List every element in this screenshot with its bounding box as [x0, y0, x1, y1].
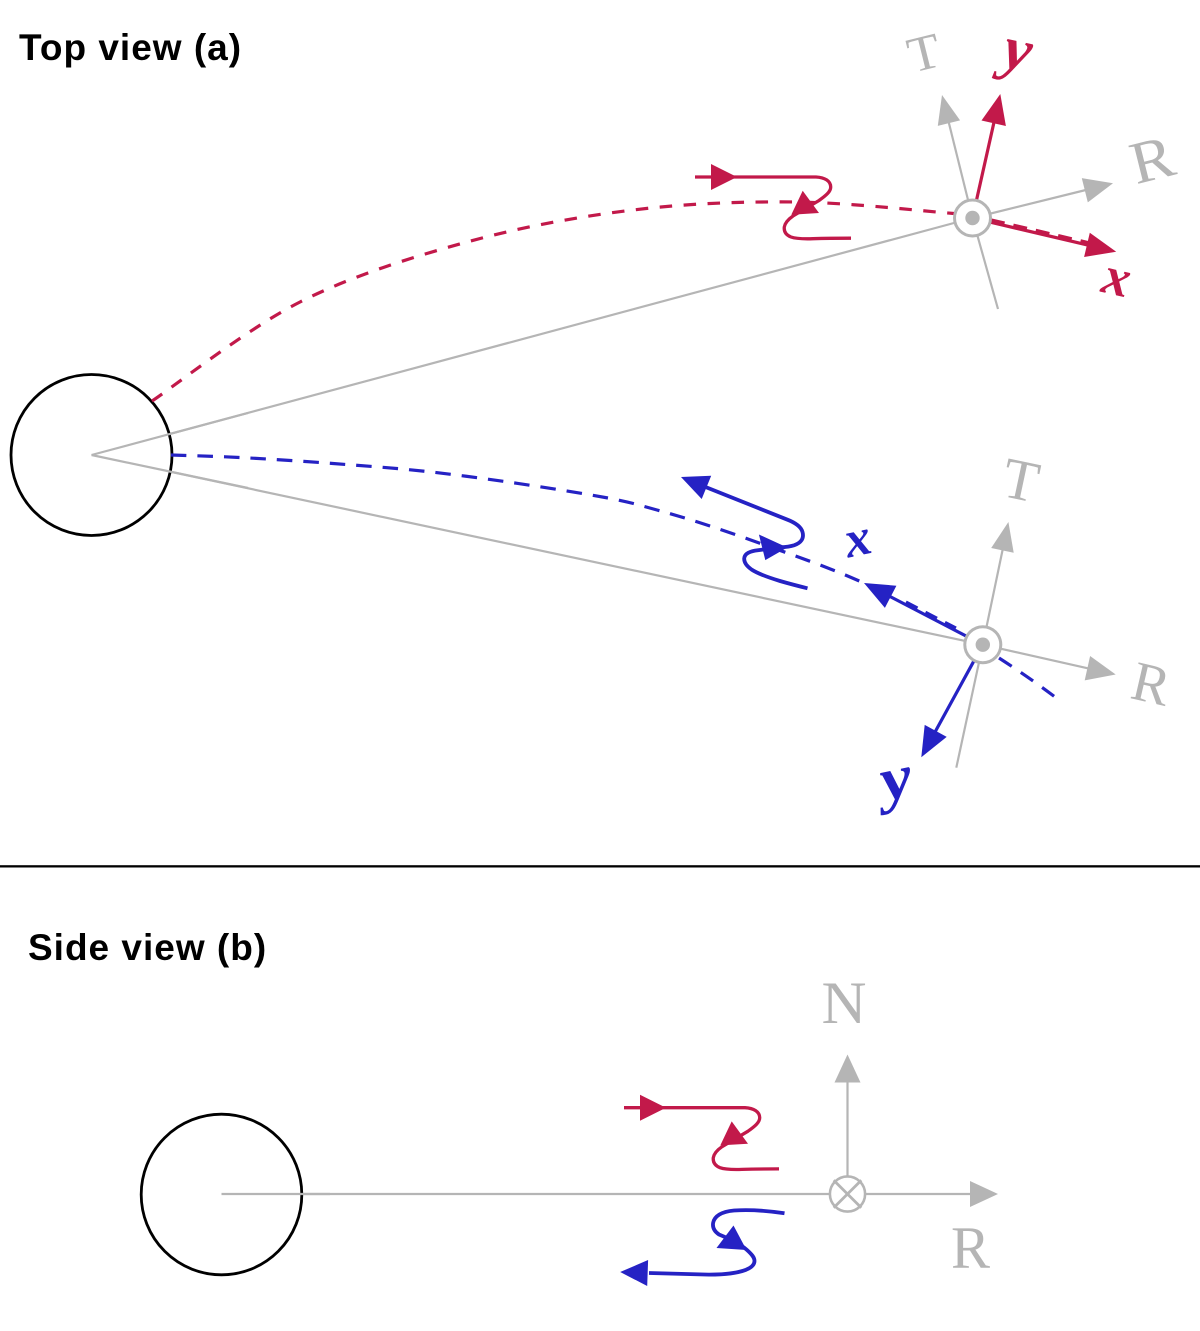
svg-text:N: N — [822, 970, 867, 1036]
svg-text:R: R — [951, 1215, 990, 1281]
